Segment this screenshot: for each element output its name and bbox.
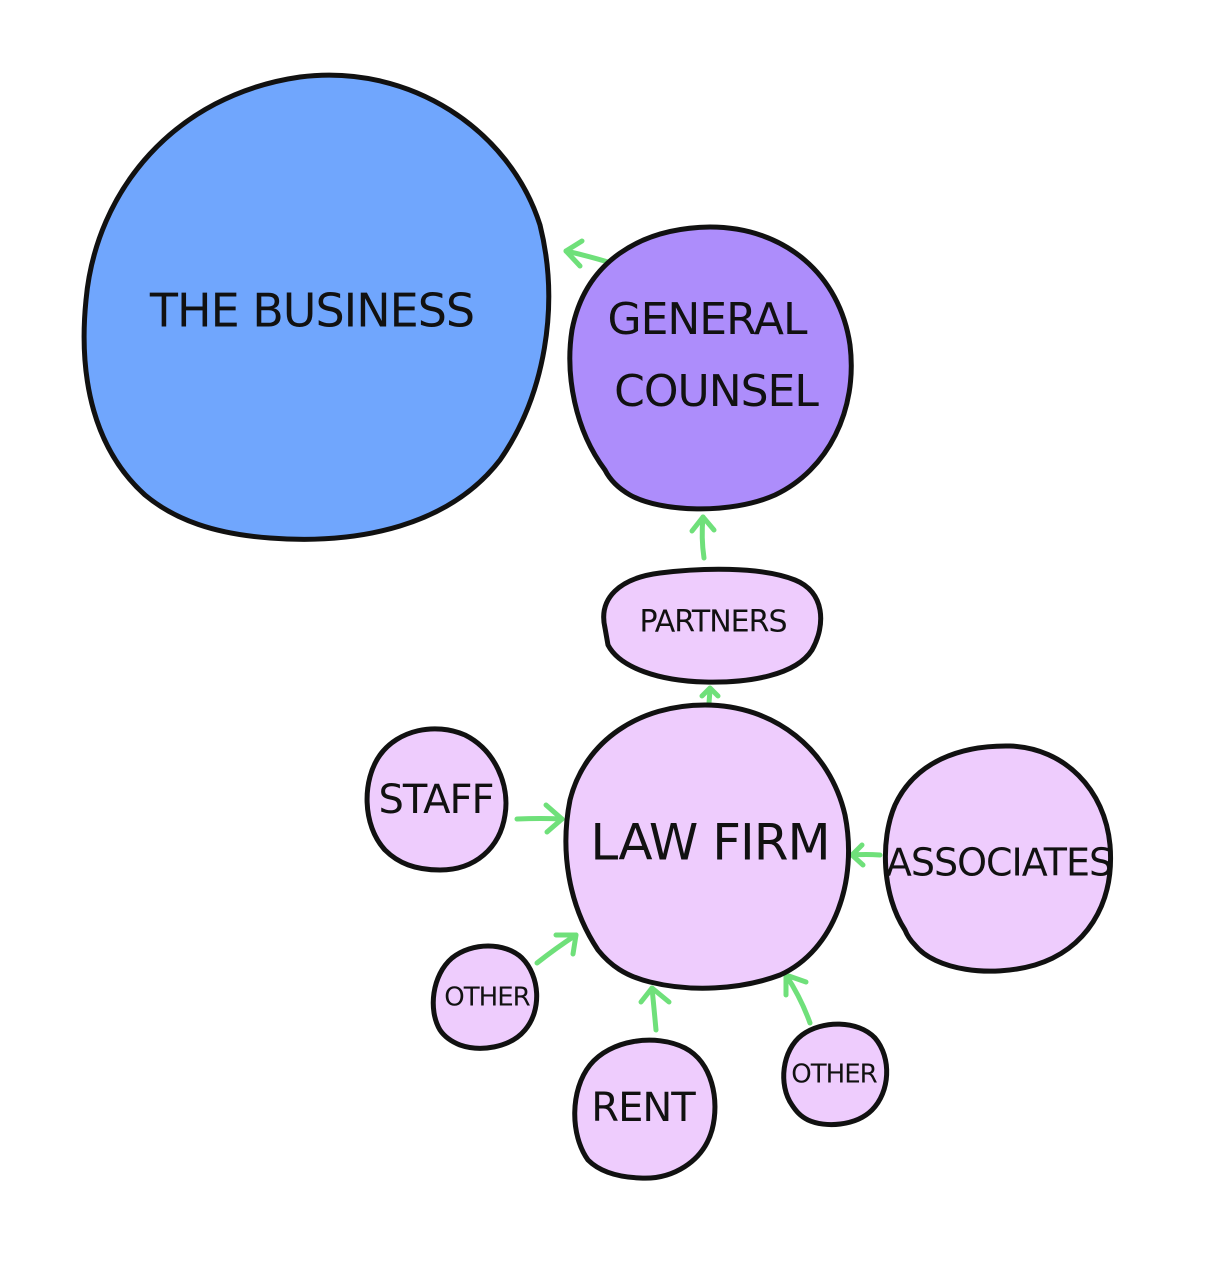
business-bubble: [81, 72, 552, 542]
arrow-law-firm-to-partners: [699, 685, 721, 706]
arrow-general-counsel-to-business: [563, 238, 611, 269]
associates-label: ASSOCIATES: [886, 841, 1112, 885]
node-other-left: OTHER: [430, 943, 540, 1051]
business-label: THE BUSINESS: [149, 284, 474, 338]
arrow-other-left-to-law-firm: [534, 932, 579, 966]
arrow-rent-to-law-firm: [638, 985, 672, 1033]
node-law-firm: LAW FIRM: [563, 702, 852, 991]
other-left-label: OTHER: [444, 983, 530, 1013]
rent-bubble: [572, 1037, 718, 1181]
other-left-bubble: [430, 943, 540, 1051]
general-counsel-label-line2: COUNSEL: [614, 366, 819, 417]
node-associates: ASSOCIATES: [882, 743, 1114, 974]
law-firm-label: LAW FIRM: [590, 814, 829, 872]
arrow-staff-to-law-firm: [514, 802, 565, 835]
associates-bubble: [882, 743, 1114, 974]
arrows: [514, 238, 883, 1033]
other-right-bubble: [781, 1021, 890, 1128]
arrow-associates-to-law-firm: [849, 842, 883, 868]
rent-label: RENT: [591, 1085, 696, 1131]
partners-bubble: [601, 566, 824, 685]
node-rent: RENT: [572, 1037, 718, 1181]
law-firm-bubble: [563, 702, 852, 991]
arrow-other-right-to-law-firm: [783, 972, 813, 1026]
arrow-partners-to-general-counsel: [689, 514, 717, 561]
node-general-counsel: GENERAL COUNSEL: [567, 224, 854, 512]
partners-label: PARTNERS: [640, 605, 787, 640]
node-staff: STAFF: [364, 726, 509, 873]
general-counsel-bubble: [567, 224, 854, 512]
staff-label: STAFF: [378, 777, 493, 823]
node-other-right: OTHER: [781, 1021, 890, 1128]
staff-bubble: [364, 726, 509, 873]
general-counsel-label-line1: GENERAL: [607, 294, 808, 345]
node-partners: PARTNERS: [601, 566, 824, 685]
node-the-business: THE BUSINESS: [81, 72, 552, 542]
other-right-label: OTHER: [791, 1060, 877, 1090]
